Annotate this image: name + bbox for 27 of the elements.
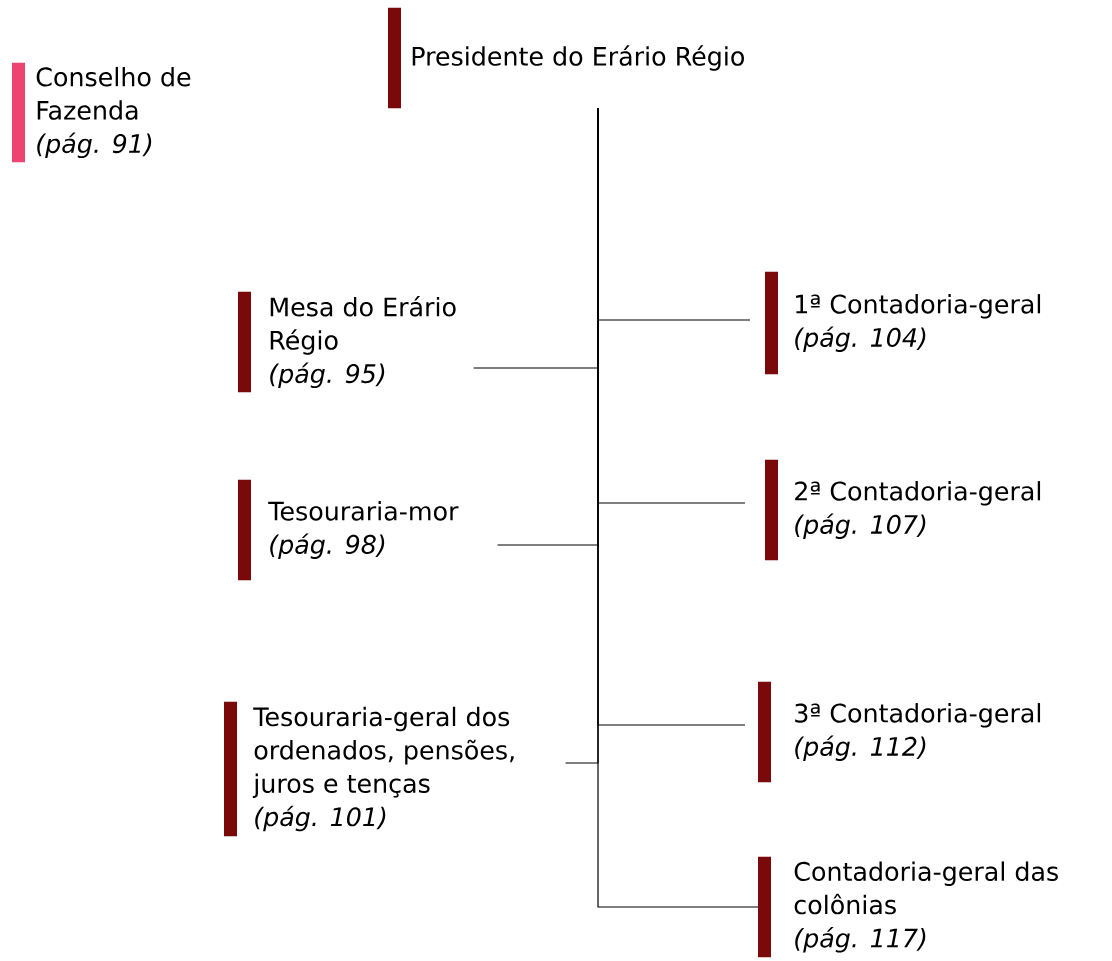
- org-unit-box: Tesouraria-mor (pág. 98): [238, 479, 459, 581]
- org-unit-box: 2ª Contadoria-geral (pág. 107): [765, 459, 1041, 561]
- node-label: Contadoria-geral das colônias: [794, 861, 1058, 915]
- node-label: Tesouraria-mor: [268, 501, 459, 521]
- node-label: 1ª Contadoria-geral: [796, 294, 1041, 319]
- node-label: (pág. 104): [795, 326, 926, 352]
- node-label: (pág. 112): [795, 735, 926, 761]
- org-unit-box: Presidente do Erário Régio: [388, 7, 744, 109]
- node-label: (pág. 101): [255, 805, 386, 832]
- node-label: (pág. 91): [37, 132, 152, 159]
- node-label: Tesouraria-geral dos ordenados, pensões, juros e tenças: [252, 706, 514, 798]
- org-unit-box: Conselho de Fazenda (pág. 91): [12, 62, 191, 163]
- org-unit-box: Mesa do Erário Régio (pág. 95): [238, 291, 456, 393]
- org-unit-box: Contadoria-geral das colônias (pág. 117): [758, 856, 1058, 958]
- node-label: Conselho de Fazenda: [36, 66, 191, 120]
- node-label: 2ª Contadoria-geral: [795, 481, 1041, 506]
- node-label: (pág. 98): [270, 533, 385, 559]
- node-label: (pág. 95): [270, 362, 385, 389]
- org-unit-box: 3ª Contadoria-geral (pág. 112): [758, 681, 1041, 783]
- org-unit-box: Tesouraria-geral dos ordenados, pensões, juros e tenças (pág. 101): [224, 701, 514, 837]
- connector-line: [597, 107, 759, 908]
- node-label: 3ª Contadoria-geral: [795, 703, 1041, 728]
- node-label: (pág. 107): [795, 513, 926, 539]
- node-label: (pág. 117): [795, 927, 926, 953]
- org-unit-box: 1ª Contadoria-geral (pág. 104): [765, 271, 1041, 375]
- node-label: Presidente do Erário Régio: [412, 45, 744, 71]
- node-label: Mesa do Erário Régio: [270, 295, 456, 355]
